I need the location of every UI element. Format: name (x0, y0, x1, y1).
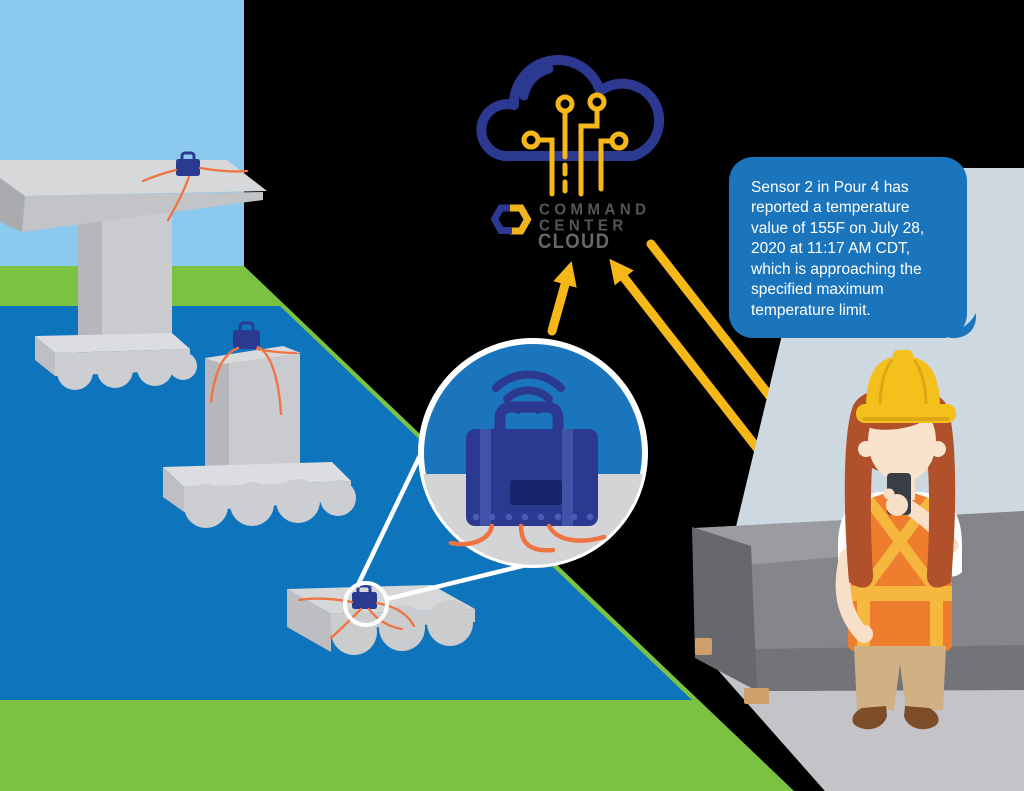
sensor-detail-callout (418, 338, 648, 568)
wood-block (695, 638, 712, 655)
sensor-case-icon (448, 401, 607, 553)
to-cloud-arrow-icon (609, 258, 780, 476)
logo-text-command: COMMAND (539, 201, 651, 219)
left-arm (835, 548, 869, 641)
pants (854, 646, 946, 710)
alert-speech-bubble: Sensor 2 in Pour 4 has reported a temper… (729, 157, 967, 338)
hard-hat (856, 350, 956, 423)
sensor-wires (448, 523, 607, 553)
concrete-pour-slab (287, 581, 475, 655)
circuit-cloud-icon (476, 55, 665, 200)
construction-worker (835, 350, 962, 730)
magnifier-ring-icon (343, 581, 389, 627)
logo-text-cloud: CLOUD (538, 230, 611, 253)
shoe (852, 706, 887, 730)
safety-vest (848, 493, 952, 652)
command-center-logo-icon (490, 204, 532, 235)
hand (886, 494, 908, 516)
circuit-traces (521, 92, 629, 200)
shoe (904, 706, 939, 730)
sensor-icon (209, 321, 298, 416)
construction-site-scene (0, 0, 794, 791)
bridge-pier-2 (163, 321, 356, 528)
sensor-icon (141, 151, 249, 222)
bridge-pier-1 (0, 151, 267, 390)
upload-arrow-icon (547, 261, 577, 336)
wood-block (744, 688, 769, 704)
sensor-icon (297, 584, 416, 640)
logo-text-center: CENTER (539, 217, 628, 235)
